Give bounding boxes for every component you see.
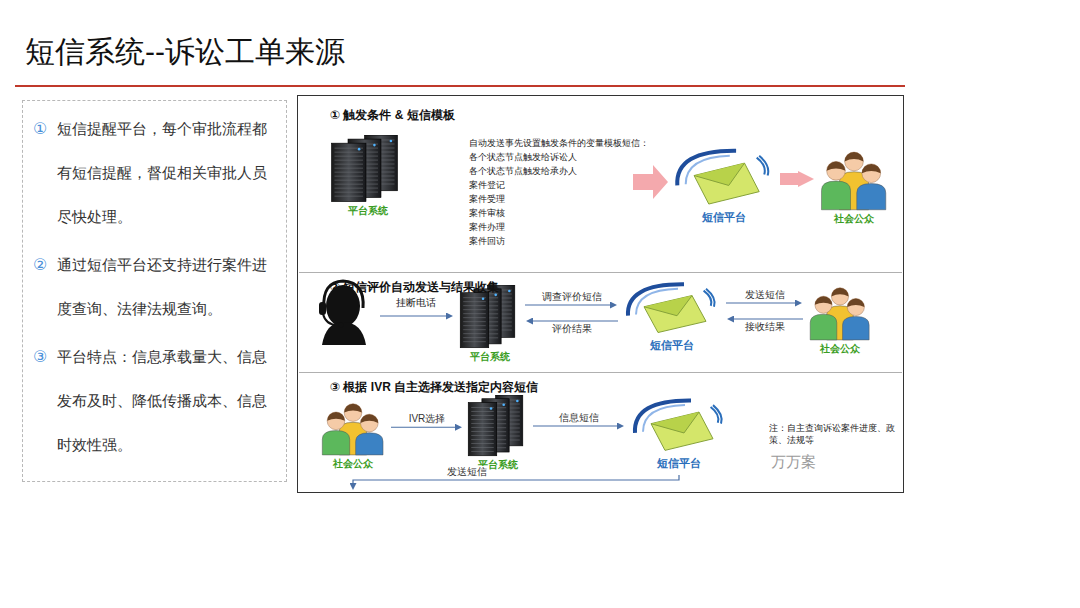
connector-arrow <box>391 427 455 428</box>
section-heading: ② 短信评价自动发送与结果收集 <box>330 279 500 296</box>
connector-arrow <box>533 425 617 426</box>
connector-arrow <box>533 320 618 321</box>
edge-label: 评价结果 <box>550 323 594 335</box>
edge-label: 调查评价短信 <box>540 291 604 303</box>
list-item: 案件登记 <box>469 179 505 191</box>
figure-frame <box>298 96 904 493</box>
bullet-text: 短信提醒平台，每个审批流程都有短信提醒，督促相关审批人员尽快处理。 <box>57 107 274 239</box>
connector-arrow <box>525 304 610 305</box>
public-node: 社会公众 <box>319 401 387 472</box>
server-icon <box>330 135 405 203</box>
section-band: 社会公众 平台系统短信平台 ③ 根据 IVR 自主选择发送指定内容短信注：自主查询诉… <box>299 373 902 490</box>
page-title: 短信系统--诉讼工单来源 <box>25 32 345 73</box>
server-node: 平台系统 <box>467 395 529 473</box>
sms-platform-node: 短信平台 <box>629 397 729 472</box>
list-item: 各个状态节点触发给承办人 <box>469 165 577 177</box>
sms-icon <box>671 147 776 209</box>
edge-label: 发送短信 <box>445 466 489 478</box>
sms-platform-node: 短信平台 <box>671 147 776 226</box>
node-label: 社会公众 <box>333 457 373 471</box>
connector-arrow <box>726 302 795 303</box>
server-icon <box>459 285 521 349</box>
public-node: 社会公众 <box>807 285 873 357</box>
people-icon <box>807 285 873 341</box>
bullet-text: 平台特点：信息承载量大、信息发布及时、降低传播成本、信息时效性强。 <box>57 335 274 467</box>
edge-label: IVR选择 <box>407 413 448 425</box>
node-label: 社会公众 <box>820 342 860 356</box>
edge-label: 信息短信 <box>557 412 601 424</box>
arrow-label: 挂断电话 <box>396 296 436 309</box>
title-rule <box>15 85 905 87</box>
node-label: 短信平台 <box>650 338 694 353</box>
flow-arrow <box>780 173 798 185</box>
node-label: 短信平台 <box>657 456 701 471</box>
people-icon <box>319 401 387 456</box>
people-icon <box>818 149 890 211</box>
sms-icon <box>629 397 729 455</box>
sms-icon <box>622 281 722 337</box>
list-item: 案件受理 <box>469 193 505 205</box>
server-icon <box>467 395 529 457</box>
connector-arrow <box>734 318 803 319</box>
info-panel: 短信提醒平台，每个审批流程都有短信提醒，督促相关审批人员尽快处理。通过短信平台还… <box>22 100 287 482</box>
section-heading: ③ 根据 IVR 自主选择发送指定内容短信 <box>330 379 538 396</box>
hangup-arrow <box>380 315 446 316</box>
list-item: 各个状态节点触发给诉讼人 <box>469 151 577 163</box>
edge-label: 发送短信 <box>743 289 787 301</box>
list-item: 案件办理 <box>469 221 505 233</box>
server-node: 平台系统 <box>459 285 521 365</box>
connector-arrow <box>353 475 679 483</box>
section-band: 平台系统 短信平台 社会公众 ② 短信评价自动发送与结果收集挂断电话 <box>299 273 902 373</box>
node-label: 社会公众 <box>834 212 874 226</box>
template-note: 自动发送事先设置触发条件的变量模板短信： <box>469 137 649 149</box>
edge-label: 接收结果 <box>743 321 787 333</box>
list-item: 案件回访 <box>469 235 505 247</box>
node-label: 平台系统 <box>348 204 388 218</box>
section-band: 平台系统 短信平台 社会公众 ① 触发条件 & 短信模板自动发送事先设置触发条件的变量… <box>299 97 902 273</box>
trigger-arrow <box>633 165 668 199</box>
callout-number: ③ <box>33 348 47 366</box>
callout-number: ① <box>33 120 47 138</box>
note-text: 注：自主查询诉讼案件进度、政策、法规等 <box>769 423 897 446</box>
bullet-text: 通过短信平台还支持进行案件进度查询、法律法规查询。 <box>57 243 274 331</box>
section-heading: ① 触发条件 & 短信模板 <box>330 107 455 124</box>
callout-number: ② <box>33 256 47 274</box>
server-node: 平台系统 <box>330 135 405 219</box>
public-node: 社会公众 <box>818 149 890 227</box>
node-label: 短信平台 <box>702 210 746 225</box>
sms-platform-node: 短信平台 <box>622 281 722 354</box>
node-label: 平台系统 <box>470 350 510 364</box>
list-item: 案件审核 <box>469 207 505 219</box>
watermark: 万万案 <box>771 453 816 471</box>
